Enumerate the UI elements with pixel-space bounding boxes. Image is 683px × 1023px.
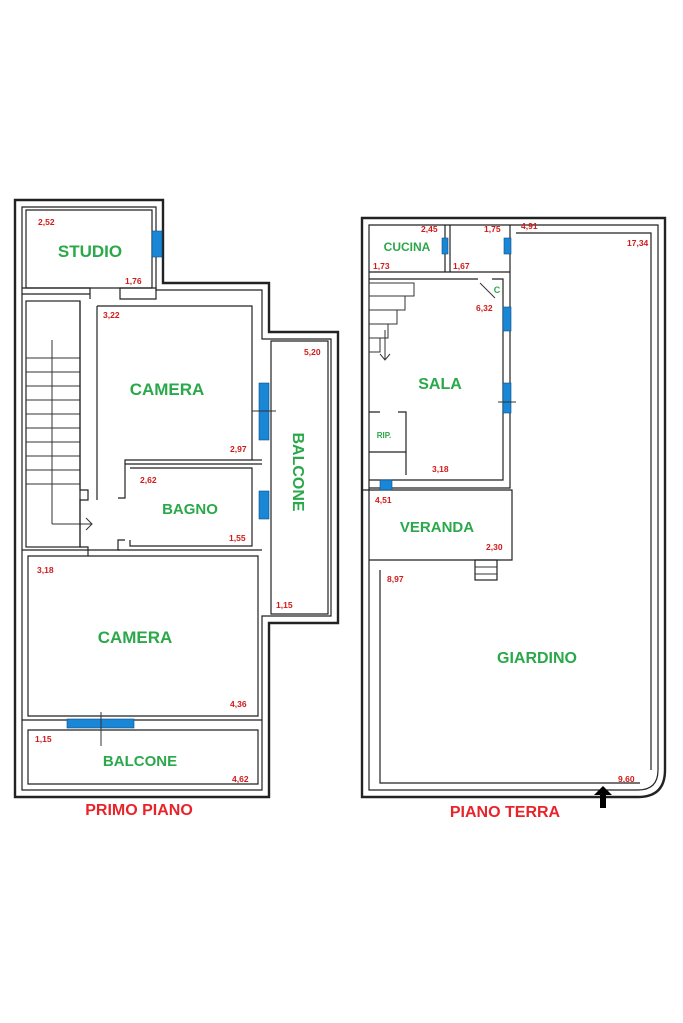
dim-top-w: 4,91 bbox=[521, 221, 538, 231]
room-bagno-label: BAGNO bbox=[162, 501, 218, 518]
dim-sala-h: 3,18 bbox=[432, 464, 449, 474]
dim-camera-bottom-w: 3,18 bbox=[37, 565, 54, 575]
room-camera-top-label: CAMERA bbox=[130, 380, 205, 399]
window-c bbox=[503, 237, 512, 255]
dim-balcone-side-w: 5,20 bbox=[304, 347, 321, 357]
terra-outer-wall bbox=[360, 216, 667, 799]
window-veranda bbox=[379, 479, 393, 491]
staircase-icon bbox=[25, 300, 93, 548]
staircase-icon bbox=[369, 282, 415, 361]
room-sala-label: SALA bbox=[418, 376, 462, 393]
primo-piano-plan: STUDIO CAMERA BAGNO CAMERA BALCONE BALCO… bbox=[13, 198, 340, 819]
piano-terra-plan: CUCINA SALA RIP. C VERANDA GIARDINO 2,45… bbox=[360, 216, 667, 821]
dim-cucina-h: 1,73 bbox=[373, 261, 390, 271]
room-cucina-label: CUCINA bbox=[384, 240, 431, 254]
window-cucina bbox=[441, 237, 449, 255]
window-studio bbox=[151, 230, 163, 258]
room-camera-bottom-label: CAMERA bbox=[98, 628, 173, 647]
primo-outer-wall bbox=[13, 198, 340, 799]
dim-c-w: 1,75 bbox=[484, 224, 501, 234]
dim-balcone-bottom-h: 4,62 bbox=[232, 774, 249, 784]
floor-title-terra: PIANO TERRA bbox=[450, 804, 561, 821]
dim-bagno-w: 2,62 bbox=[140, 475, 157, 485]
room-rip-label: RIP. bbox=[377, 431, 392, 440]
room-studio-label: STUDIO bbox=[58, 242, 122, 261]
dim-camera-top-w: 3,22 bbox=[103, 310, 120, 320]
terra-inner-wall bbox=[368, 224, 659, 791]
primo-inner-wall bbox=[21, 206, 332, 791]
dim-sala-w: 6,32 bbox=[476, 303, 493, 313]
dim-camera-bottom-h: 4,36 bbox=[230, 699, 247, 709]
dim-cucina-w: 2,45 bbox=[421, 224, 438, 234]
dim-studio-h: 1,76 bbox=[125, 276, 142, 286]
dim-balcone-side-h: 1,15 bbox=[276, 600, 293, 610]
dim-bagno-h: 1,55 bbox=[229, 533, 246, 543]
dim-camera-top-h: 2,97 bbox=[230, 444, 247, 454]
window-bagno bbox=[258, 490, 270, 520]
dim-giardino-w: 17,34 bbox=[627, 238, 649, 248]
floor-title-primo: PRIMO PIANO bbox=[85, 802, 193, 819]
room-giardino-label: GIARDINO bbox=[497, 650, 577, 667]
room-c-label: C bbox=[494, 285, 501, 295]
dim-giardino-bottom: 9,60 bbox=[618, 774, 635, 784]
dim-balcone-bottom-w: 1,15 bbox=[35, 734, 52, 744]
veranda-steps bbox=[474, 559, 498, 581]
dim-veranda-w: 4,51 bbox=[375, 495, 392, 505]
up-arrow-icon bbox=[594, 786, 612, 808]
window-sala-2 bbox=[502, 382, 512, 414]
window-sala-1 bbox=[502, 306, 512, 332]
dim-studio-w: 2,52 bbox=[38, 217, 55, 227]
room-balcone-side-label: BALCONE bbox=[289, 432, 306, 511]
dim-giardino-h: 8,97 bbox=[387, 574, 404, 584]
room-veranda-label: VERANDA bbox=[400, 519, 474, 536]
dim-veranda-h: 2,30 bbox=[486, 542, 503, 552]
room-balcone-bottom-label: BALCONE bbox=[103, 753, 177, 770]
dim-c-h: 1,67 bbox=[453, 261, 470, 271]
